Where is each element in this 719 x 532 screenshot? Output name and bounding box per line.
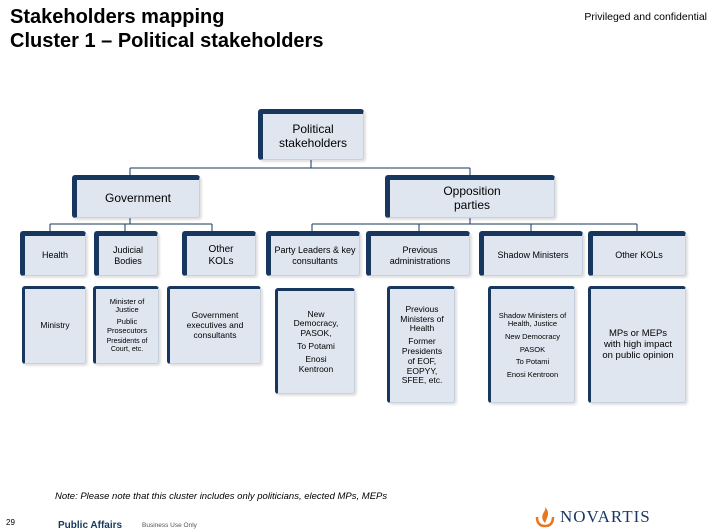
detail-shadow-ministers: Shadow Ministers of Health, Justice New … bbox=[488, 286, 575, 403]
node-shadow-ministers: Shadow Ministers bbox=[479, 231, 583, 276]
node-other-kols-opposition: Other KOLs bbox=[588, 231, 686, 276]
node-health: Health bbox=[20, 231, 86, 276]
detail-other-kols-opp-text: MPs or MEPs with high impact on public o… bbox=[602, 328, 674, 361]
node-political-stakeholders-label: Political stakeholders bbox=[278, 121, 348, 150]
node-health-label: Health bbox=[41, 250, 68, 261]
page-title: Stakeholders mapping Cluster 1 – Politic… bbox=[10, 5, 323, 53]
node-opposition-label: Opposition parties bbox=[443, 183, 501, 212]
node-judicial-bodies: Judicial Bodies bbox=[94, 231, 158, 276]
detail-shadow-item: Shadow Ministers of Health, Justice bbox=[498, 310, 567, 329]
detail-party-item: Enosi Kentroon bbox=[298, 353, 334, 374]
detail-judicial-item: Minister of Justice bbox=[109, 296, 145, 315]
detail-health-text: Ministry bbox=[40, 320, 70, 331]
node-government-label: Government bbox=[104, 190, 172, 205]
detail-previous-item: Previous Ministers of Health bbox=[400, 303, 444, 334]
detail-party-item: New Democracy, PASOK, bbox=[293, 308, 339, 339]
node-party-leaders-label: Party Leaders & key consultants bbox=[274, 245, 356, 266]
node-previous-admin-label: Previous administrations bbox=[389, 245, 451, 266]
detail-shadow-item: To Potami bbox=[515, 357, 550, 367]
node-opposition-parties: Opposition parties bbox=[385, 175, 555, 218]
title-line-2: Cluster 1 – Political stakeholders bbox=[10, 30, 324, 52]
flame-icon bbox=[535, 507, 555, 528]
node-government: Government bbox=[72, 175, 200, 218]
detail-other-kols-opposition: MPs or MEPs with high impact on public o… bbox=[588, 286, 686, 403]
node-previous-administrations: Previous administrations bbox=[366, 231, 470, 276]
detail-judicial-item: Presidents of Court, etc. bbox=[106, 338, 148, 354]
node-party-leaders: Party Leaders & key consultants bbox=[266, 231, 360, 276]
node-other-kols-government: Other KOLs bbox=[182, 231, 256, 276]
title-line-1: Stakeholders mapping bbox=[10, 6, 225, 28]
node-shadow-ministers-label: Shadow Ministers bbox=[497, 250, 569, 261]
business-use-label: Business Use Only bbox=[142, 522, 197, 529]
detail-previous-administrations: Previous Ministers of Health Former Pres… bbox=[387, 286, 455, 403]
footnote: Note: Please note that this cluster incl… bbox=[55, 491, 388, 502]
detail-judicial-item: Public Prosecutors bbox=[106, 316, 148, 335]
confidential-label: Privileged and confidential bbox=[584, 11, 707, 23]
detail-other-kols-gov-text: Government executives and consultants bbox=[186, 310, 244, 340]
detail-party-item: To Potami bbox=[297, 341, 335, 351]
detail-shadow-item: PASOK bbox=[519, 344, 546, 354]
detail-shadow-item: New Democracy bbox=[504, 331, 560, 341]
node-judicial-label: Judicial Bodies bbox=[112, 245, 143, 266]
node-other-kols-gov-label: Other KOLs bbox=[208, 244, 234, 267]
logo-text: NOVARTIS bbox=[560, 507, 651, 526]
detail-party-leaders: New Democracy, PASOK, To Potami Enosi Ke… bbox=[275, 288, 355, 394]
node-political-stakeholders: Political stakeholders bbox=[258, 109, 364, 160]
detail-judicial-bodies: Minister of Justice Public Prosecutors P… bbox=[93, 286, 159, 364]
detail-previous-item: Former Presidents of EOF, EOPYY, SFEE, e… bbox=[401, 336, 443, 386]
department-label: Public Affairs bbox=[58, 520, 123, 531]
detail-other-kols-government: Government executives and consultants bbox=[167, 286, 261, 364]
detail-shadow-item: Enosi Kentroon bbox=[506, 369, 559, 379]
node-other-kols-opp-label: Other KOLs bbox=[615, 250, 663, 261]
detail-health: Ministry bbox=[22, 286, 86, 364]
novartis-logo: NOVARTIS bbox=[534, 506, 651, 528]
page-number: 29 bbox=[6, 518, 15, 527]
